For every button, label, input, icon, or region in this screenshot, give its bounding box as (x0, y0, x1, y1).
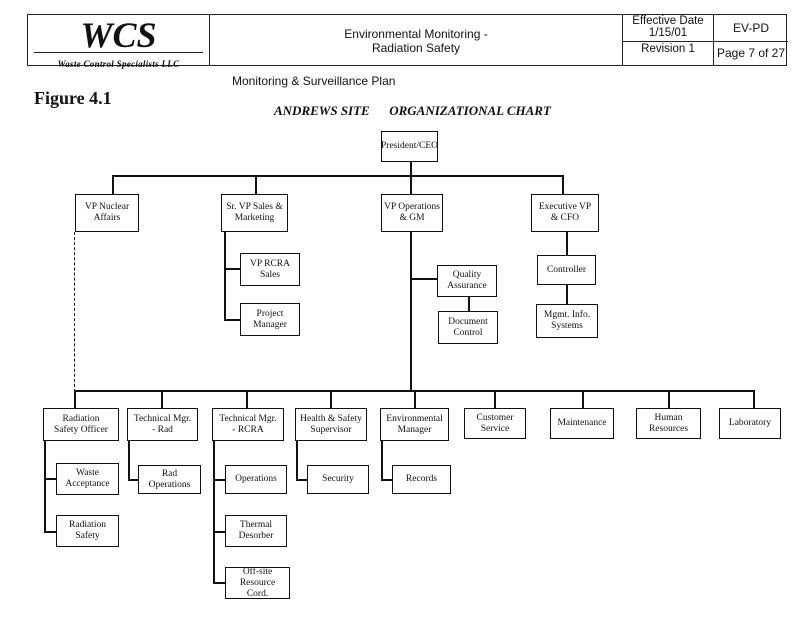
revision-label: Revision 1 (641, 43, 695, 55)
controller-box: Controller (537, 255, 596, 285)
executive-vp-cfo-box: Executive VP & CFO (531, 194, 599, 232)
vp-nuclear-affairs-box: VP Nuclear Affairs (75, 194, 139, 232)
logo-divider (34, 52, 203, 53)
figure-label: Figure 4.1 (34, 88, 112, 108)
health-safety-supervisor-box: Health & Safety Supervisor (295, 408, 367, 441)
document-control-box: Document Control (438, 311, 498, 344)
rad-operations-box: Rad Operations (138, 465, 201, 494)
effective-date-label: Effective Date (632, 15, 704, 27)
logo-company-name: Waste Control Specialists LLC (57, 59, 180, 69)
project-manager-box: Project Manager (240, 303, 300, 336)
radiation-safety-box: Radiation Safety (56, 515, 119, 547)
wcs-logo: WCS Waste Control Specialists LLC (28, 15, 209, 69)
technical-mgr-rad-box: Technical Mgr. - Rad (127, 408, 198, 441)
technical-mgr-rcra-box: Technical Mgr. - RCRA (212, 408, 284, 441)
logo-text: WCS (80, 15, 157, 55)
header-title-line1: Environmental Monitoring - (344, 27, 488, 41)
vp-operations-gm-box: VP Operations & GM (381, 194, 443, 232)
chart-title: ANDREWS SITE ORGANIZATIONAL CHART (274, 103, 551, 118)
waste-acceptance-box: Waste Acceptance (56, 463, 119, 495)
plan-subtitle: Monitoring & Surveillance Plan (232, 74, 396, 88)
header-title-cell: Environmental Monitoring - Radiation Saf… (210, 15, 623, 65)
operations-box: Operations (225, 465, 287, 494)
thermal-desorber-box: Thermal Desorber (225, 515, 287, 547)
radiation-safety-officer-box: Radiation Safety Officer (43, 408, 119, 441)
doc-code: EV-PD (714, 15, 788, 42)
vp-rcra-sales-box: VP RCRA Sales (240, 253, 300, 286)
offsite-resource-cord-box: Off-site Resource Cord. (225, 567, 290, 599)
president-ceo-box: President/CEO (381, 131, 438, 162)
logo-cell: WCS Waste Control Specialists LLC (28, 15, 210, 69)
effective-date-value: 1/15/01 (648, 27, 688, 39)
security-box: Security (307, 465, 369, 494)
document-header: WCS Waste Control Specialists LLC Enviro… (27, 14, 788, 69)
effective-date-cell: Effective Date 1/15/01 Revision 1 (623, 15, 714, 65)
laboratory-box: Laboratory (719, 408, 781, 439)
customer-service-box: Customer Service (464, 408, 526, 439)
quality-assurance-box: Quality Assurance (437, 265, 497, 297)
mgmt-info-systems-box: Mgmt. Info. Systems (536, 304, 598, 338)
human-resources-box: Human Resources (636, 408, 701, 439)
environmental-manager-box: Environmental Manager (380, 408, 449, 441)
maintenance-box: Maintenance (550, 408, 614, 439)
records-box: Records (392, 465, 451, 494)
vp-sales-marketing-box: Sr. VP Sales & Marketing (221, 194, 288, 232)
header-title-line2: Radiation Safety (371, 41, 461, 55)
page-number: Page 7 of 27 (716, 46, 786, 60)
doc-code-cell: EV-PD Page 7 of 27 (714, 15, 788, 65)
